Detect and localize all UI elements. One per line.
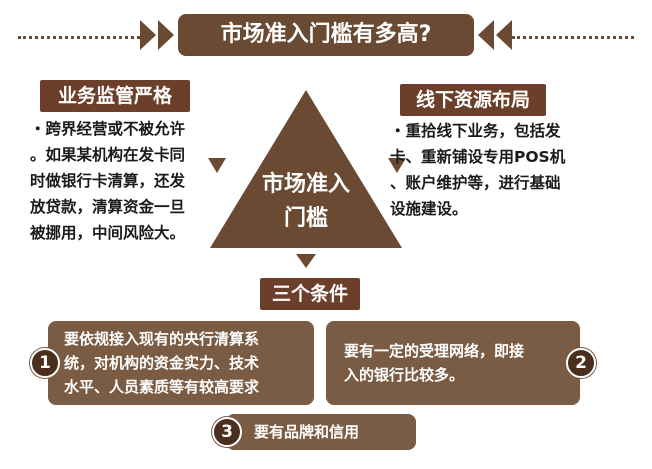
left-block-line: ・跨界经营或不被允许 <box>30 120 186 138</box>
left-block-text: ・跨界经营或不被允许 。如果某机构在发卡同 时做银行卡清算，还发 放贷款，清算资… <box>30 116 240 246</box>
left-block-line: 时做银行卡清算，还发 <box>30 172 186 190</box>
center-label-line2: 门槛 <box>283 206 328 231</box>
condition-3-number-badge: 3 <box>212 417 242 447</box>
page-title: 市场准入门槛有多高? <box>178 14 474 56</box>
title-chevron-right-outer <box>496 20 512 50</box>
condition-2-number-badge: 2 <box>566 348 596 378</box>
left-block-line: 放贷款，清算资金一旦 <box>30 198 186 216</box>
right-block-label: 线下资源布局 <box>400 84 546 116</box>
condition-card-3: 要有品牌和信用 <box>226 414 416 450</box>
title-dotted-rule-left <box>18 36 140 39</box>
condition-card-1: 要依规接入现有的央行清算系 统，对机构的资金实力、技术 水平、人员素质等有较高要… <box>48 321 314 405</box>
condition-1-line: 要依规接入现有的央行清算系 <box>64 330 260 348</box>
title-chevron-left-outer <box>140 20 156 50</box>
title-dotted-rule-right <box>512 36 634 39</box>
right-block-line: ・重拾线下业务，包括发 <box>390 122 561 140</box>
center-label: 市场准入 门槛 <box>236 168 376 236</box>
right-block-text: ・重拾线下业务，包括发 卡、重新铺设专用POS机 、账户维护等，进行基础 设施建… <box>390 118 630 222</box>
condition-3-text: 要有品牌和信用 <box>254 423 360 441</box>
condition-1-line: 统，对机构的资金实力、技术 <box>64 354 260 372</box>
left-block-line: 。如果某机构在发卡同 <box>30 146 186 164</box>
condition-1-number-badge: 1 <box>30 348 60 378</box>
condition-2-text: 要有一定的受理网络，即接 入的银行比较多。 <box>344 339 524 387</box>
left-block-label: 业务监管严格 <box>40 80 190 112</box>
center-label-line1: 市场准入 <box>261 172 350 197</box>
right-block-line: 卡、重新铺设专用POS机 <box>390 148 566 166</box>
condition-2-line: 要有一定的受理网络，即接 <box>344 342 525 360</box>
condition-card-2: 要有一定的受理网络，即接 入的银行比较多。 <box>326 321 580 405</box>
pointer-bottom <box>296 254 316 268</box>
pointer-right <box>388 158 406 173</box>
condition-1-line: 水平、人员素质等有较高要求 <box>64 378 260 396</box>
condition-2-line: 入的银行比较多。 <box>344 366 465 384</box>
conditions-label: 三个条件 <box>260 278 360 310</box>
left-block-line: 被挪用，中间风险大。 <box>30 224 186 242</box>
title-chevron-left-inner <box>158 20 174 50</box>
pointer-left <box>208 158 226 173</box>
right-block-line: 、账户维护等，进行基础 <box>390 174 561 192</box>
title-chevron-right-inner <box>478 20 494 50</box>
right-block-line: 设施建设。 <box>390 200 468 218</box>
title-banner: 市场准入门槛有多高? <box>140 14 512 56</box>
condition-1-text: 要依规接入现有的央行清算系 统，对机构的资金实力、技术 水平、人员素质等有较高要… <box>64 327 259 399</box>
center-triangle <box>210 90 402 248</box>
